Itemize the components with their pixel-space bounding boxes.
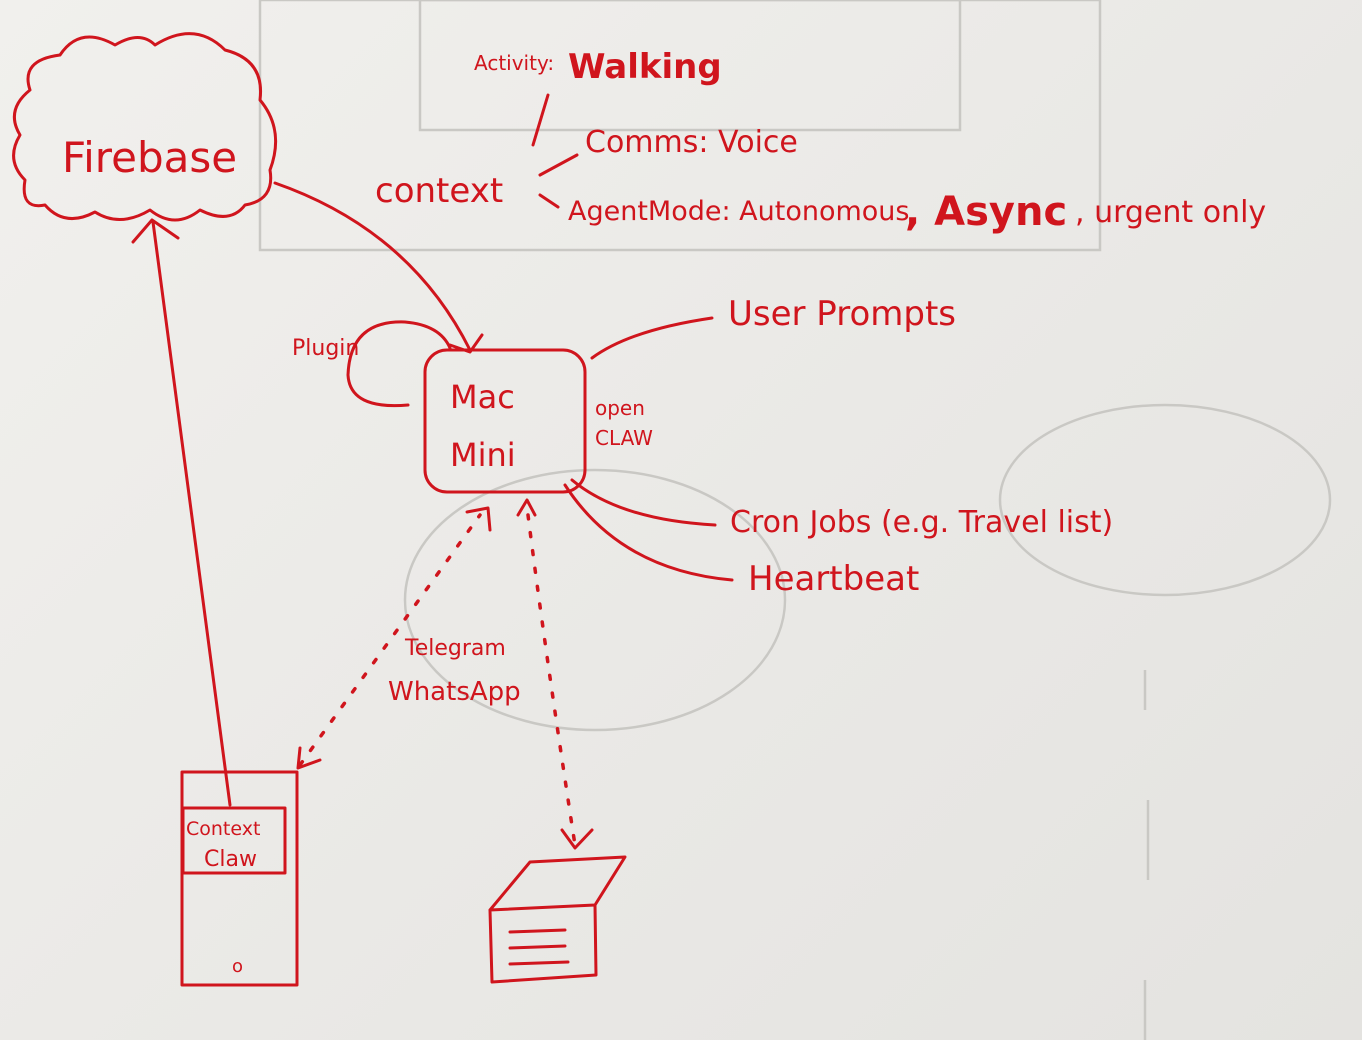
mac-mini-line2: Mini (450, 436, 516, 474)
phone-home-button: o (232, 956, 243, 977)
context-claw-line2: Claw (204, 847, 257, 872)
line-cron-jobs (570, 478, 717, 527)
telegram-label: Telegram (404, 636, 506, 661)
async-item: , Async (905, 189, 1067, 235)
arrowhead-mac-left (465, 506, 492, 532)
arrow-phone-to-firebase (131, 218, 232, 807)
context-label: context (375, 171, 503, 211)
openclaw-line1: open (595, 396, 645, 420)
arrowhead-phone (296, 746, 322, 770)
openclaw-line2: CLAW (595, 426, 653, 450)
heartbeat-label: Heartbeat (748, 559, 919, 599)
agent-mode-item: AgentMode: Autonomous (568, 196, 909, 227)
comms-item: Comms: Voice (585, 125, 798, 160)
whatsapp-label: WhatsApp (388, 677, 521, 707)
context-claw-app (181, 806, 287, 875)
arrowhead-mac-mid (516, 498, 537, 517)
dotted-arrow-laptop-mac (526, 513, 577, 847)
line-heartbeat (563, 483, 734, 582)
context-branch-activity (531, 93, 550, 147)
mac-mini-box (423, 348, 587, 494)
dotted-arrow-phone-mac (298, 513, 482, 767)
ghost-marks (258, 0, 1332, 1040)
user-prompts-label: User Prompts (728, 294, 956, 334)
activity-value: Walking (568, 47, 722, 87)
mac-mini-line1: Mac (450, 378, 515, 416)
firebase-cloud-shape (12, 32, 278, 222)
cron-jobs-label: Cron Jobs (e.g. Travel list) (730, 505, 1113, 540)
arrow-firebase-to-mac (273, 181, 484, 354)
phone-shape (180, 770, 299, 987)
line-user-prompts (590, 316, 714, 360)
plugin-label: Plugin (292, 336, 359, 361)
arrowhead-laptop (560, 828, 594, 850)
context-branch-comms (538, 153, 579, 177)
context-branch-mode (538, 193, 560, 209)
context-claw-line1: Context (186, 818, 260, 840)
activity-label: Activity: (474, 51, 554, 75)
firebase-label: Firebase (62, 133, 237, 182)
laptop-icon (488, 855, 627, 984)
urgent-only-item: , urgent only (1075, 195, 1266, 230)
plugin-loop (346, 320, 452, 408)
